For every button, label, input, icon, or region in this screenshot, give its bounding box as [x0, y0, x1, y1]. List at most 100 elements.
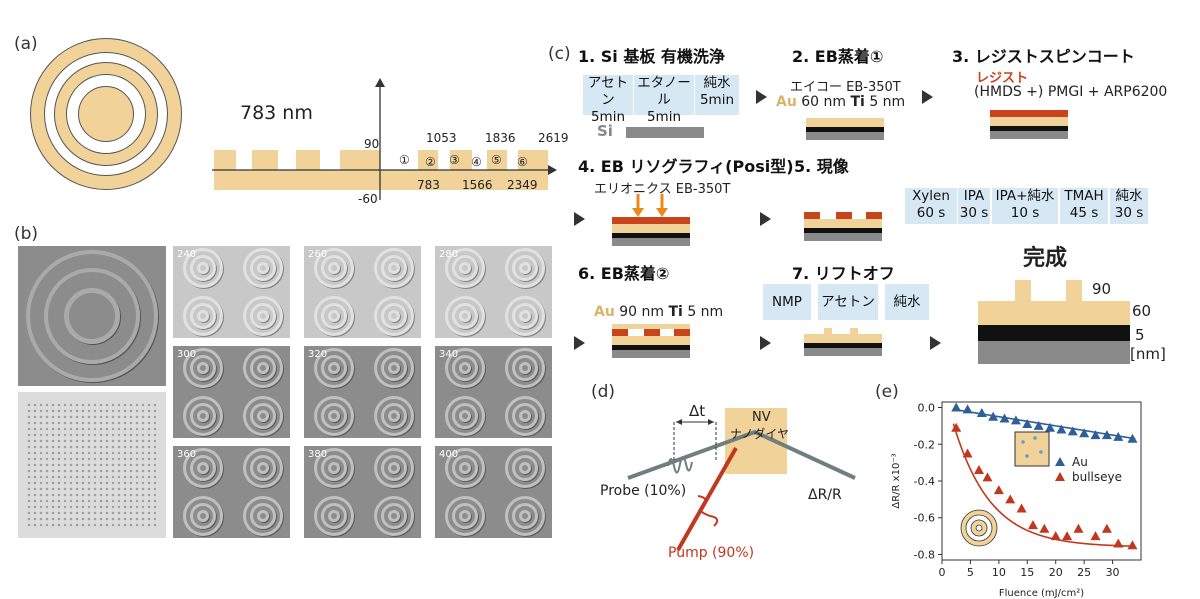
bullseye-point: [973, 464, 984, 474]
bullseye-point: [1073, 523, 1084, 533]
period-label: 783 nm: [240, 102, 313, 124]
step-7-title: 7. リフトオフ: [792, 264, 895, 283]
step-5-title: 5. 現像: [794, 157, 849, 176]
eb2-layers: Au 90 nm Ti 5 nm: [594, 304, 724, 320]
Au-point: [951, 402, 962, 412]
x-tick-label: 25: [1077, 566, 1091, 579]
liftoff-water: 純水: [885, 284, 929, 320]
liftoff-acetone: アセトン: [818, 284, 878, 320]
x-tick-label: 20: [1049, 566, 1063, 579]
bullseye-point: [951, 422, 962, 432]
arrow-3-4: [574, 212, 585, 226]
panel-d-label: (d): [591, 382, 616, 402]
final-90: 90: [1092, 280, 1112, 298]
Au-point: [1045, 422, 1056, 432]
top-value-2619: 2619: [538, 131, 569, 145]
top-value-1836: 1836: [485, 131, 516, 145]
panel-b-label: (b): [14, 224, 39, 244]
step-1-title: 1. Si 基板 有機洗浄: [578, 47, 725, 66]
final-unit: [nm]: [1130, 345, 1166, 363]
ring-number-3: ③: [449, 153, 460, 167]
Au-point: [1067, 426, 1078, 436]
ring-number-5: ⑤: [491, 153, 502, 167]
step-3-title: 3. レジストスピンコート: [952, 47, 1135, 66]
sem-380: 380: [304, 446, 421, 538]
sem-image-array: [18, 392, 166, 538]
x-tick-label: 10: [992, 566, 1006, 579]
final-60: 60: [1132, 302, 1152, 320]
arrow-2-3: [922, 90, 933, 104]
ring-number-4: ④: [471, 155, 482, 169]
liftoff-nmp: NMP: [763, 284, 811, 320]
resist-title: レジスト: [976, 71, 1029, 86]
final-5: 5: [1135, 326, 1145, 344]
arrow-6-7: [760, 336, 771, 350]
step-4-title: 4. EB リソグラフィ(Posi型): [578, 157, 794, 176]
pump-label: Pump (90%): [668, 545, 755, 561]
bullseye-point: [993, 485, 1004, 495]
bullseye-point: [1113, 538, 1124, 548]
probe-label: Probe (10%): [600, 483, 687, 499]
x-tick-label: 5: [967, 566, 974, 579]
bullseye-point: [1027, 520, 1038, 530]
y-axis-label: ΔR/R x10⁻³: [891, 453, 902, 508]
Au-point: [1127, 433, 1138, 443]
arrow-1-2: [756, 90, 767, 104]
x-tick-label: 15: [1020, 566, 1034, 579]
bottom-value-2349: 2349: [507, 178, 538, 192]
final-stack: [978, 280, 1130, 364]
panel-c-label: (c): [548, 44, 571, 64]
Au-point: [1010, 415, 1021, 425]
nv-dot: [1033, 436, 1037, 440]
bottom-value-783: 783: [417, 178, 440, 192]
nv-dot: [1039, 450, 1043, 454]
liftoff-stack: [804, 328, 882, 358]
Au-point: [1022, 419, 1033, 429]
y-tick-label: -0.8: [914, 548, 935, 561]
bullseye-point: [1050, 531, 1061, 541]
x-tick-label: 30: [1106, 566, 1120, 579]
nv-label: NV: [752, 410, 771, 425]
eb1-layers: Au 60 nm Ti 5 nm: [776, 94, 906, 110]
eb1-stack: [806, 118, 884, 140]
develop-stack: [804, 212, 882, 242]
Au-point: [1090, 430, 1101, 440]
bullseye-point: [1101, 523, 1112, 533]
bottom-value-1566: 1566: [462, 178, 493, 192]
tick-neg60: -60: [358, 192, 378, 206]
y-tick-label: 0.0: [918, 402, 936, 415]
bullseye-point: [982, 472, 993, 482]
ebl-stack: [612, 217, 690, 246]
sem-320: 320: [304, 346, 421, 438]
panel-a-label: (a): [14, 34, 38, 54]
dt-label: Δt: [689, 402, 706, 420]
step-6-title: 6. EB蒸着②: [578, 264, 670, 283]
eb1-machine: エイコー EB-350T: [790, 80, 901, 95]
sem-260: 260: [304, 246, 421, 338]
bullseye-profile: [212, 78, 557, 200]
tick-90: 90: [364, 137, 380, 151]
ring-number-6: ⑥: [517, 155, 528, 169]
y-tick-label: -0.4: [914, 475, 935, 488]
pump-probe-diagram: [627, 408, 856, 551]
arrow-4-5: [760, 212, 771, 226]
top-value-1053: 1053: [426, 131, 457, 145]
legend-label: Au: [1072, 455, 1088, 469]
bullseye-icon: [975, 524, 983, 532]
legend-marker: [1055, 457, 1065, 466]
panel-e-label: (e): [875, 382, 899, 402]
Au-point: [962, 404, 973, 414]
si-substrate: [626, 127, 704, 138]
sem-360: 360: [173, 446, 290, 538]
bullseye-point: [1090, 531, 1101, 541]
si-label: Si: [597, 122, 613, 140]
bullseye-point: [1039, 523, 1050, 533]
